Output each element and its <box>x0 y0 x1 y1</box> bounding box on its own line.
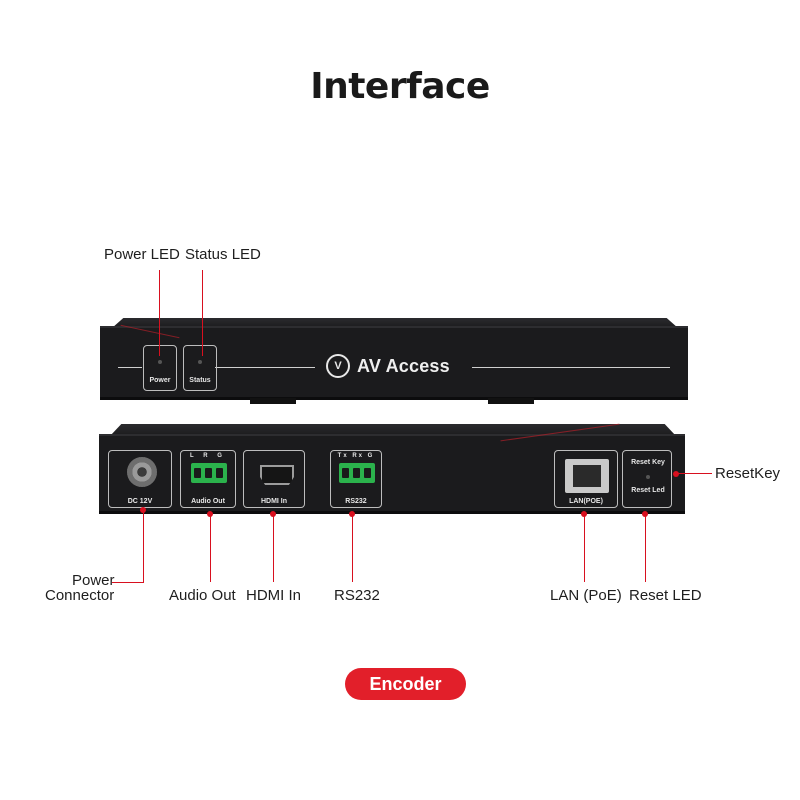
audio-out-label: Audio Out <box>191 498 225 505</box>
brand-logo-icon: V <box>326 354 350 378</box>
reset-key-hole <box>646 475 650 479</box>
lan-poe-port: LAN(POE) <box>554 450 618 508</box>
power-led-label: Power <box>149 377 171 384</box>
rs232-terminal-block <box>339 463 375 483</box>
leader-power-connector-h <box>112 582 144 583</box>
front-rule-mid <box>215 367 315 368</box>
callout-hdmi-in: HDMI In <box>246 587 302 604</box>
front-foot-left <box>250 398 296 404</box>
rs232-label: RS232 <box>345 498 367 505</box>
leader-rs232 <box>352 514 353 582</box>
leader-reset-key <box>676 473 712 474</box>
callout-power-led: Power LED <box>104 246 180 263</box>
rs232-port: Tx Rx G RS232 <box>330 450 382 508</box>
callout-power-connector-2: Connector <box>45 587 115 604</box>
audio-pin-letters: L R G <box>190 453 226 459</box>
callout-rs232: RS232 <box>334 587 380 604</box>
leader-status-led <box>202 270 203 356</box>
reset-key-dot <box>673 471 679 477</box>
reset-led-label: Reset Led <box>631 487 665 494</box>
rs232-pin-letters: Tx Rx G <box>337 453 375 459</box>
front-foot-right <box>488 398 534 404</box>
hdmi-in-label: HDMI In <box>260 498 288 505</box>
hdmi-connector-icon <box>260 465 294 485</box>
front-rule-left <box>118 367 142 368</box>
callout-reset-led: Reset LED <box>629 587 702 604</box>
audio-terminal-block <box>191 463 227 483</box>
dc-jack-icon <box>127 457 157 487</box>
leader-reset-led <box>645 514 646 582</box>
reset-port: Reset Key Reset Led <box>622 450 672 508</box>
power-connector-port: DC 12V <box>108 450 172 508</box>
front-unit-top <box>112 318 678 328</box>
lan-poe-label: LAN(POE) <box>569 498 603 505</box>
callout-status-led: Status LED <box>185 246 261 263</box>
power-led-indicator <box>158 360 162 364</box>
front-rule-right <box>472 367 670 368</box>
callout-audio-out: Audio Out <box>169 587 236 604</box>
rear-unit-top <box>110 424 676 436</box>
leader-hdmi-in <box>273 514 274 582</box>
reset-key-label: Reset Key <box>631 459 665 466</box>
brand-name: AV Access <box>357 356 450 376</box>
audio-out-port: L R G Audio Out <box>180 450 236 508</box>
dc-label: DC 12V <box>127 498 153 505</box>
leader-audio-out <box>210 514 211 582</box>
page-title: Interface <box>310 66 490 107</box>
power-led-box: Power <box>143 345 177 391</box>
callout-power-connector-1: Power <box>72 572 115 589</box>
status-led-box: Status <box>183 345 217 391</box>
leader-lan-poe <box>584 514 585 582</box>
callout-lan-poe: LAN (PoE) <box>550 587 622 604</box>
status-led-indicator <box>198 360 202 364</box>
leader-power-connector-v <box>143 510 144 582</box>
leader-power-led <box>159 270 160 356</box>
rj45-connector-icon <box>565 459 609 493</box>
callout-reset-key: ResetKey <box>715 465 781 482</box>
status-led-label: Status <box>189 377 211 384</box>
encoder-badge: Encoder <box>345 668 466 700</box>
hdmi-in-port: HDMI In <box>243 450 305 508</box>
